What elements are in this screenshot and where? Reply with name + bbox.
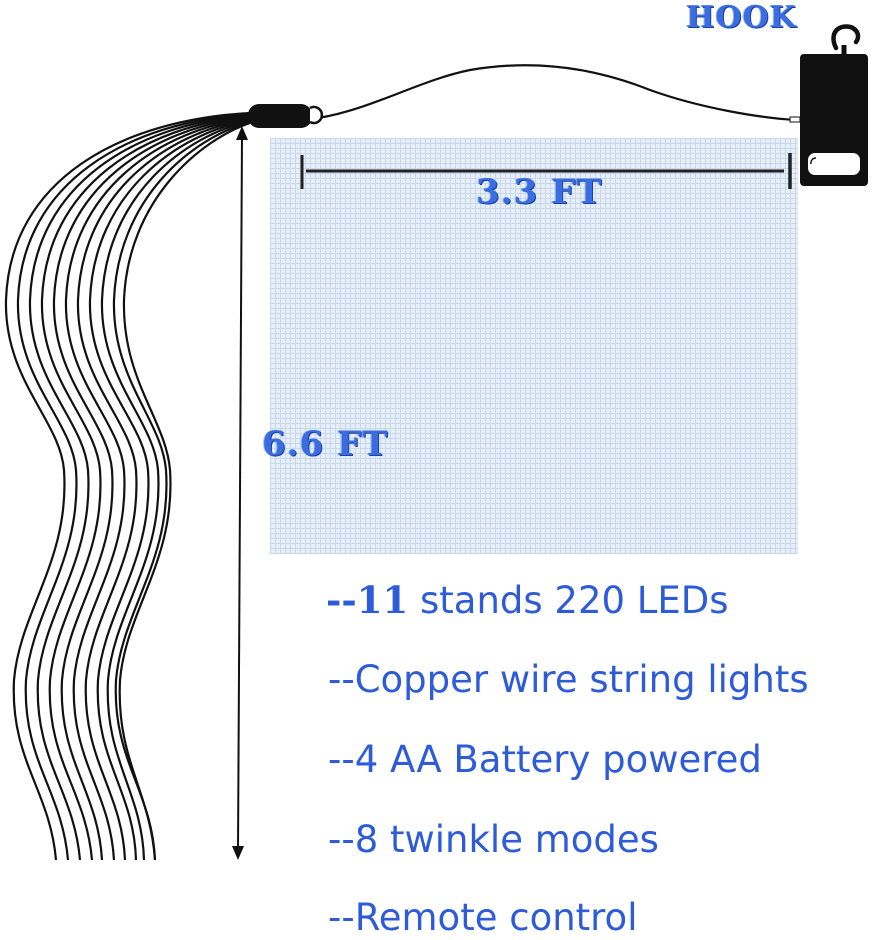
feature-item: --11 stands 220 LEDs [326,578,729,623]
feature-text: --Remote control [328,896,638,939]
feature-text: stands 220 LEDs [408,579,729,622]
feature-item: --Copper wire string lights [328,658,809,702]
width-label: 3.3 FT [476,172,603,212]
width-dimension-line [300,153,792,189]
hook-label: HOOK [686,0,797,35]
wire-plug [789,116,801,123]
feature-highlight: 11 [356,578,409,622]
battery-box-icon [800,24,868,186]
feature-item: --4 AA Battery powered [328,738,762,782]
feature-item: --Remote control [328,896,637,940]
connecting-wire [317,64,797,122]
feature-text: --8 twinkle modes [328,818,659,861]
light-curtain-grid [270,138,798,554]
height-dimension-arrow [232,126,248,860]
feature-text: --Copper wire string lights [328,658,809,701]
height-label: 6.6 FT [262,424,389,464]
controller-pod-icon [248,104,324,128]
feature-text: --4 AA Battery powered [328,738,762,781]
feature-item: --8 twinkle modes [328,818,659,862]
wire-strands [4,111,251,861]
feature-prefix: -- [326,578,357,622]
